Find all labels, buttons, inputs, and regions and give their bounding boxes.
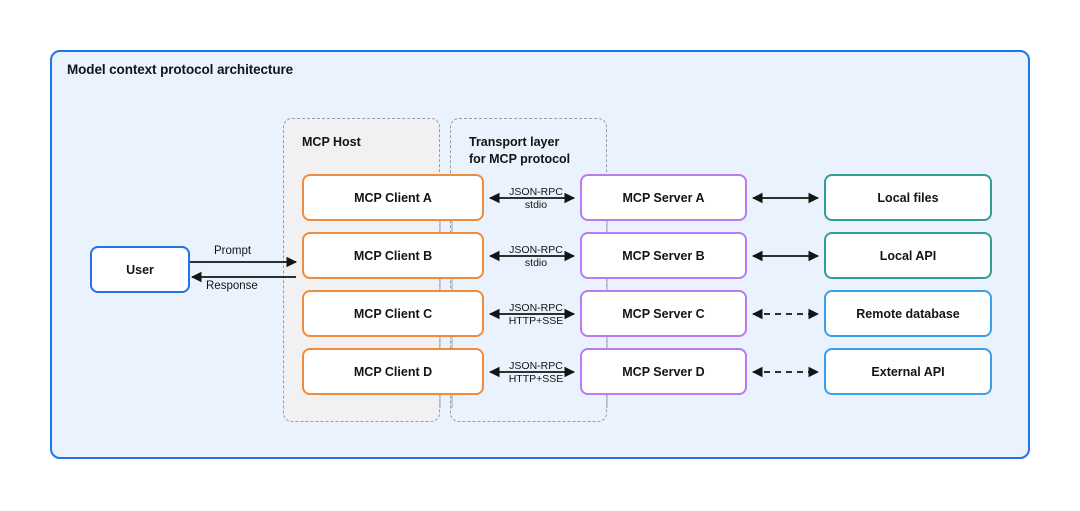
node-mcp-client-d[interactable]: MCP Client D — [302, 348, 484, 395]
node-mcp-client-b[interactable]: MCP Client B — [302, 232, 484, 279]
node-resource-external-api[interactable]: External API — [824, 348, 992, 395]
flow-label-response: Response — [206, 280, 258, 292]
transport-label-c: JSON-RPC HTTP+SSE — [508, 302, 564, 327]
node-mcp-client-c[interactable]: MCP Client C — [302, 290, 484, 337]
node-resource-local-files[interactable]: Local files — [824, 174, 992, 221]
transport-label-b: JSON-RPC stdio — [509, 244, 563, 269]
node-mcp-server-c[interactable]: MCP Server C — [580, 290, 747, 337]
transport-label-a: JSON-RPC stdio — [509, 186, 563, 211]
flow-label-prompt: Prompt — [214, 245, 252, 257]
node-mcp-server-a[interactable]: MCP Server A — [580, 174, 747, 221]
group-label-mcp-host: MCP Host — [302, 135, 361, 149]
page-title: Model context protocol architecture — [67, 62, 294, 77]
group-label-transport-layer: Transport layer for MCP protocol — [469, 135, 571, 166]
node-mcp-client-a[interactable]: MCP Client A — [302, 174, 484, 221]
node-resource-remote-database[interactable]: Remote database — [824, 290, 992, 337]
node-mcp-server-b[interactable]: MCP Server B — [580, 232, 747, 279]
node-resource-local-api[interactable]: Local API — [824, 232, 992, 279]
transport-label-d: JSON-RPC HTTP+SSE — [508, 360, 564, 385]
node-user[interactable]: User — [90, 246, 190, 293]
node-mcp-server-d[interactable]: MCP Server D — [580, 348, 747, 395]
